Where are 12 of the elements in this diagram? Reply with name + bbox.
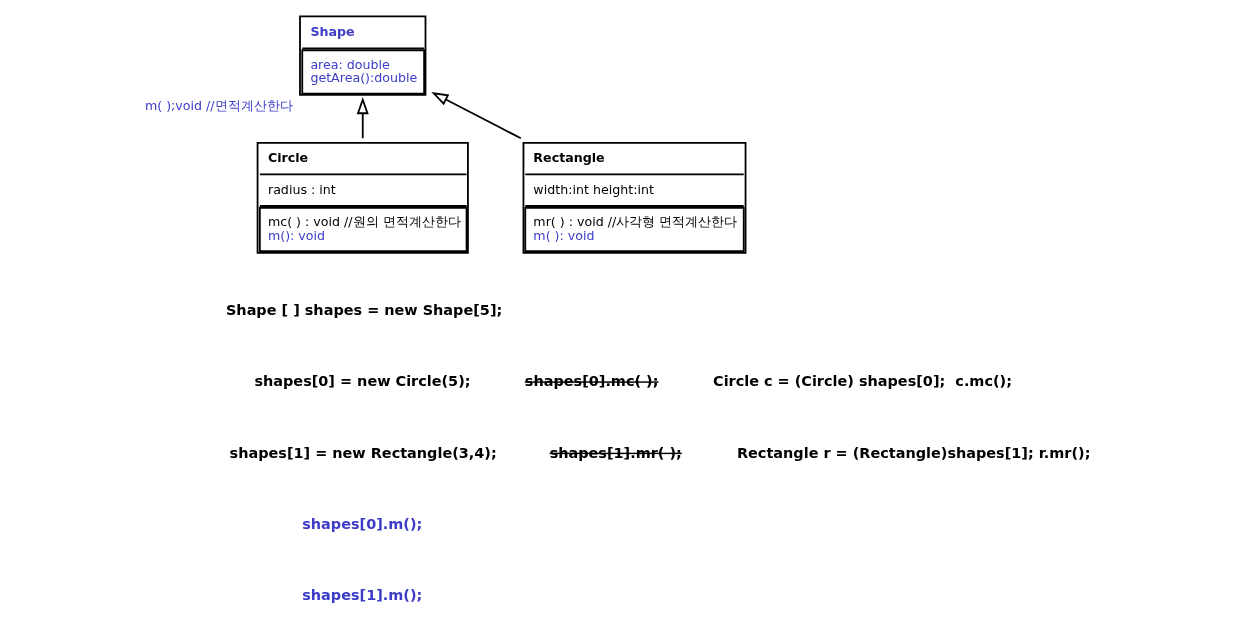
label: shapes[0].m(); xyxy=(302,516,423,533)
label: Shape [ ] shapes = new Shape[5]; xyxy=(225,302,503,319)
label: shapes[1] = new Rectangle(3,4); xyxy=(229,444,497,461)
label: shapes[0].mc( ); xyxy=(524,373,659,390)
label: Rectangle r = (Rectangle)shapes[1]; r.mr(); xyxy=(736,444,1091,461)
label: shapes[0] = new Circle(5); xyxy=(254,373,471,390)
arrow xyxy=(356,96,369,140)
label: shapes[1].mr( ); xyxy=(549,444,682,461)
node-label: m( );void //면적계산한다 xyxy=(144,97,293,113)
label: Circle c = (Circle) shapes[0]; c.mc(); xyxy=(713,373,1012,390)
arrow xyxy=(431,92,522,140)
label: shapes[1].m(); xyxy=(302,587,423,604)
